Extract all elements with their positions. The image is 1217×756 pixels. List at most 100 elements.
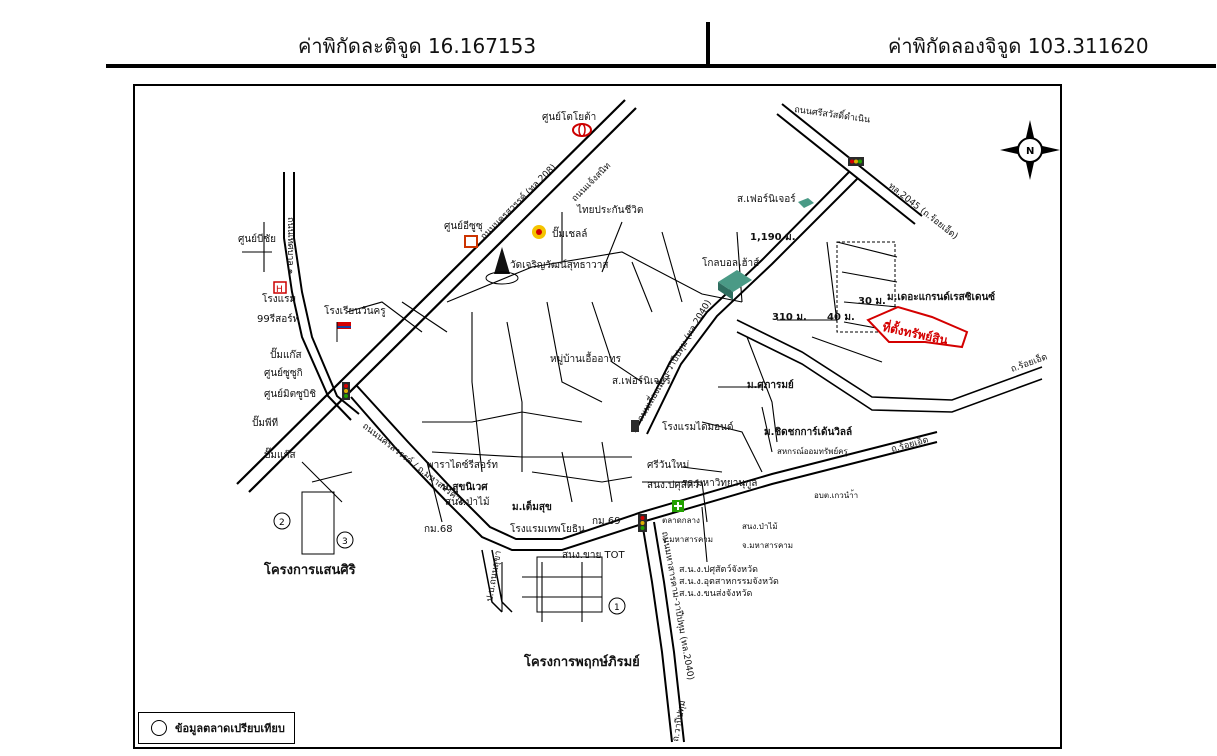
header-rule [106,64,1216,68]
north-arrow-icon [1025,120,1035,142]
road-label-northwest: ถนนเทศบาล ๑ [285,217,295,274]
label-ofc2: ส.น.ง.อุตสาหกรรมจังหวัด [679,577,779,587]
label-dist40: 40 ม. [827,312,855,323]
label-ptt2: ศูนย์บีชัย [238,233,276,245]
label-dist310: 310 ม. [772,312,807,323]
label-km69: กม.69 [592,516,621,527]
landmark-labels: ศูนย์โตโยต้า ศูนย์อีซูซุ ปั๊มเชลล์ ไทยปร… [238,110,995,670]
road-east-curve [736,319,1043,401]
road-ne-cross-b [776,113,916,225]
hotel-icon: H [273,281,287,295]
road-vertical-west [283,172,352,421]
label-ptt: สนง.ป่าไม้ [445,496,490,508]
estate-blocks [301,241,896,613]
road-label-highway-east: ถ.ร้อยเอ็ด [889,432,929,454]
label-market: ตลาดกลาง [662,516,700,525]
traffic-light-ne [848,157,864,166]
compass-letter: N [1026,146,1034,157]
minor-streets [242,212,899,622]
label-mahasarakham: จ.มหาสารคาม [742,541,793,550]
label-km68: กม.68 [424,524,453,535]
road-ne-b [646,177,859,435]
label-project-sense: โครงการแสนศิริ [263,561,356,578]
label-ofc3: ส.น.ง.ขนส่งจังหวัด [679,589,752,599]
label-supreme: ศรีวันใหม่ [647,459,689,471]
label-grand: ม.เดอะแกรนด์เรสซิเดนซ์ [887,291,995,303]
label-watsuttha: วัดเจริญวัฒน์สุทธาวาส [510,259,609,271]
road-label-vertical-main: ถนนมหาสารคาม-วาปีปทุม (ทล.2040) [659,531,696,681]
label-mitsu: ศูนย์มิตซูบิชิ [264,388,316,400]
legend-label: ข้อมูลตลาดเปรียบเทียบ [175,722,285,735]
longitude-label: ค่าพิกัดลองจิจูด 103.311620 [888,34,1149,58]
road-east [641,441,938,523]
hospital-cross-icon [672,500,684,512]
traffic-light-nw [342,382,350,400]
toyota-icon [572,123,592,137]
road-ne [634,171,850,433]
road-curve-center-b [356,385,643,540]
compass: N [1000,120,1060,180]
label-furniture1: ส.เฟอร์นิเจอร์ [737,193,796,205]
label-dist30: 30 ม. [858,296,886,307]
label-diamond: โรงแรมไดมอนด์ [662,420,733,433]
marker-3 [336,531,354,549]
shell-icon [532,225,546,239]
road-nw-diagonal [236,99,626,485]
label-srirat: สนง.ปศุสัตว์ [647,479,699,491]
label-suzuki: ศูนย์ซูซูกิ [264,367,303,379]
marker-2 [273,512,291,530]
label-orbortor: อบต.เกวนำ้า [814,489,858,500]
road-east-curve-b [736,331,1043,413]
traffic-light-ne-road [631,420,639,432]
label-furniture2: ส.เฟอร์นิเจอร์ [612,375,671,387]
latitude-label: ค่าพิกัดละติจูด 16.167153 [298,34,537,58]
label-resort99: 99รีสอร์ท [257,313,299,325]
label-tot: สนง.ขาย TOT [562,550,625,561]
label-paradise: พาราไดซ์รีสอร์ท [427,459,498,471]
svg-text:H: H [276,285,283,295]
label-globalhouse: โกลบอลเฮ้าส์ [702,256,759,269]
label-project-pruek: โครงการพฤกษ์ภิรมย์ [523,653,640,670]
label-hospital: จ.มหาสารคาม [662,535,713,544]
furniture-icon [798,198,814,208]
road-label-highway-south: ถ.วาปีปทุม [670,699,688,742]
road-vertical-west-b [293,172,360,415]
label-tnsuk: ม.สุขนิเวศ [442,481,488,493]
label-ofc1: ส.น.ง.ปศุสัตว์จังหวัด [679,563,758,575]
marker-3-label: 3 [342,537,348,547]
label-chidkarn: ม.ชิดชกการ์เด้นวิลล์ [764,426,852,438]
label-yothin: โรงแรมเทพโยธิน [510,522,585,535]
label-taran: ม.ศุภารมย์ [747,379,794,391]
road-vertical-south [641,521,673,743]
location-map: N H 1 2 3 ศูนย์โตโยต้า ศู [133,84,1062,749]
road-east-b [641,431,938,513]
label-pumpgas: ปั๊มแก๊ส [270,347,302,361]
road-label-vertical-upper: ถนนเลี่ยงเมือง-วาปีปทุม (ทล.2040) [633,297,714,424]
marker-2-label: 2 [279,518,285,528]
marker-1 [608,597,626,615]
legend-circle-icon [151,720,167,736]
label-distance1: 1,190 ม. [750,232,796,243]
label-toyota: ศูนย์โตโยต้า [542,110,596,123]
road-label-main-diagonal: ถนนนครสวรรค์ (ทล.208) [478,161,559,242]
label-isuzu: ศูนย์อีซูซุ [444,220,483,232]
isuzu-icon [464,235,478,248]
monument-icon [485,247,519,285]
map-canvas: N H 1 2 3 ศูนย์โตโยต้า ศู [236,99,1060,743]
label-school2: รร.มหาวิทยานุกูล [682,478,757,489]
map-legend: ข้อมูลตลาดเปรียบเทียบ [138,712,295,744]
label-village-uea: หมู่บ้านเอื้ออาทร [550,351,622,365]
road-curve-center [350,396,643,551]
label-tamsuk: ม.เต็มสุข [512,499,552,513]
header-divider [706,22,710,66]
label-shell: ปั๊มเชลล์ [552,226,587,240]
label-thaiinsurance: ไทยประกันชีวิต [576,204,643,216]
label-pt: ปั๊มพีที [252,415,278,429]
label-pumpgas2: ปั๊มแก๊ส [264,447,296,461]
label-hotel: โรงแรม [262,292,296,305]
label-sakhon: สหกรณ์ออมทรัพย์ครู [777,446,848,457]
road-vertical-south-b [653,521,685,743]
label-school: โรงเรียนวันครู [324,304,386,317]
road-network [236,99,1043,743]
road-south-sw [481,549,503,613]
